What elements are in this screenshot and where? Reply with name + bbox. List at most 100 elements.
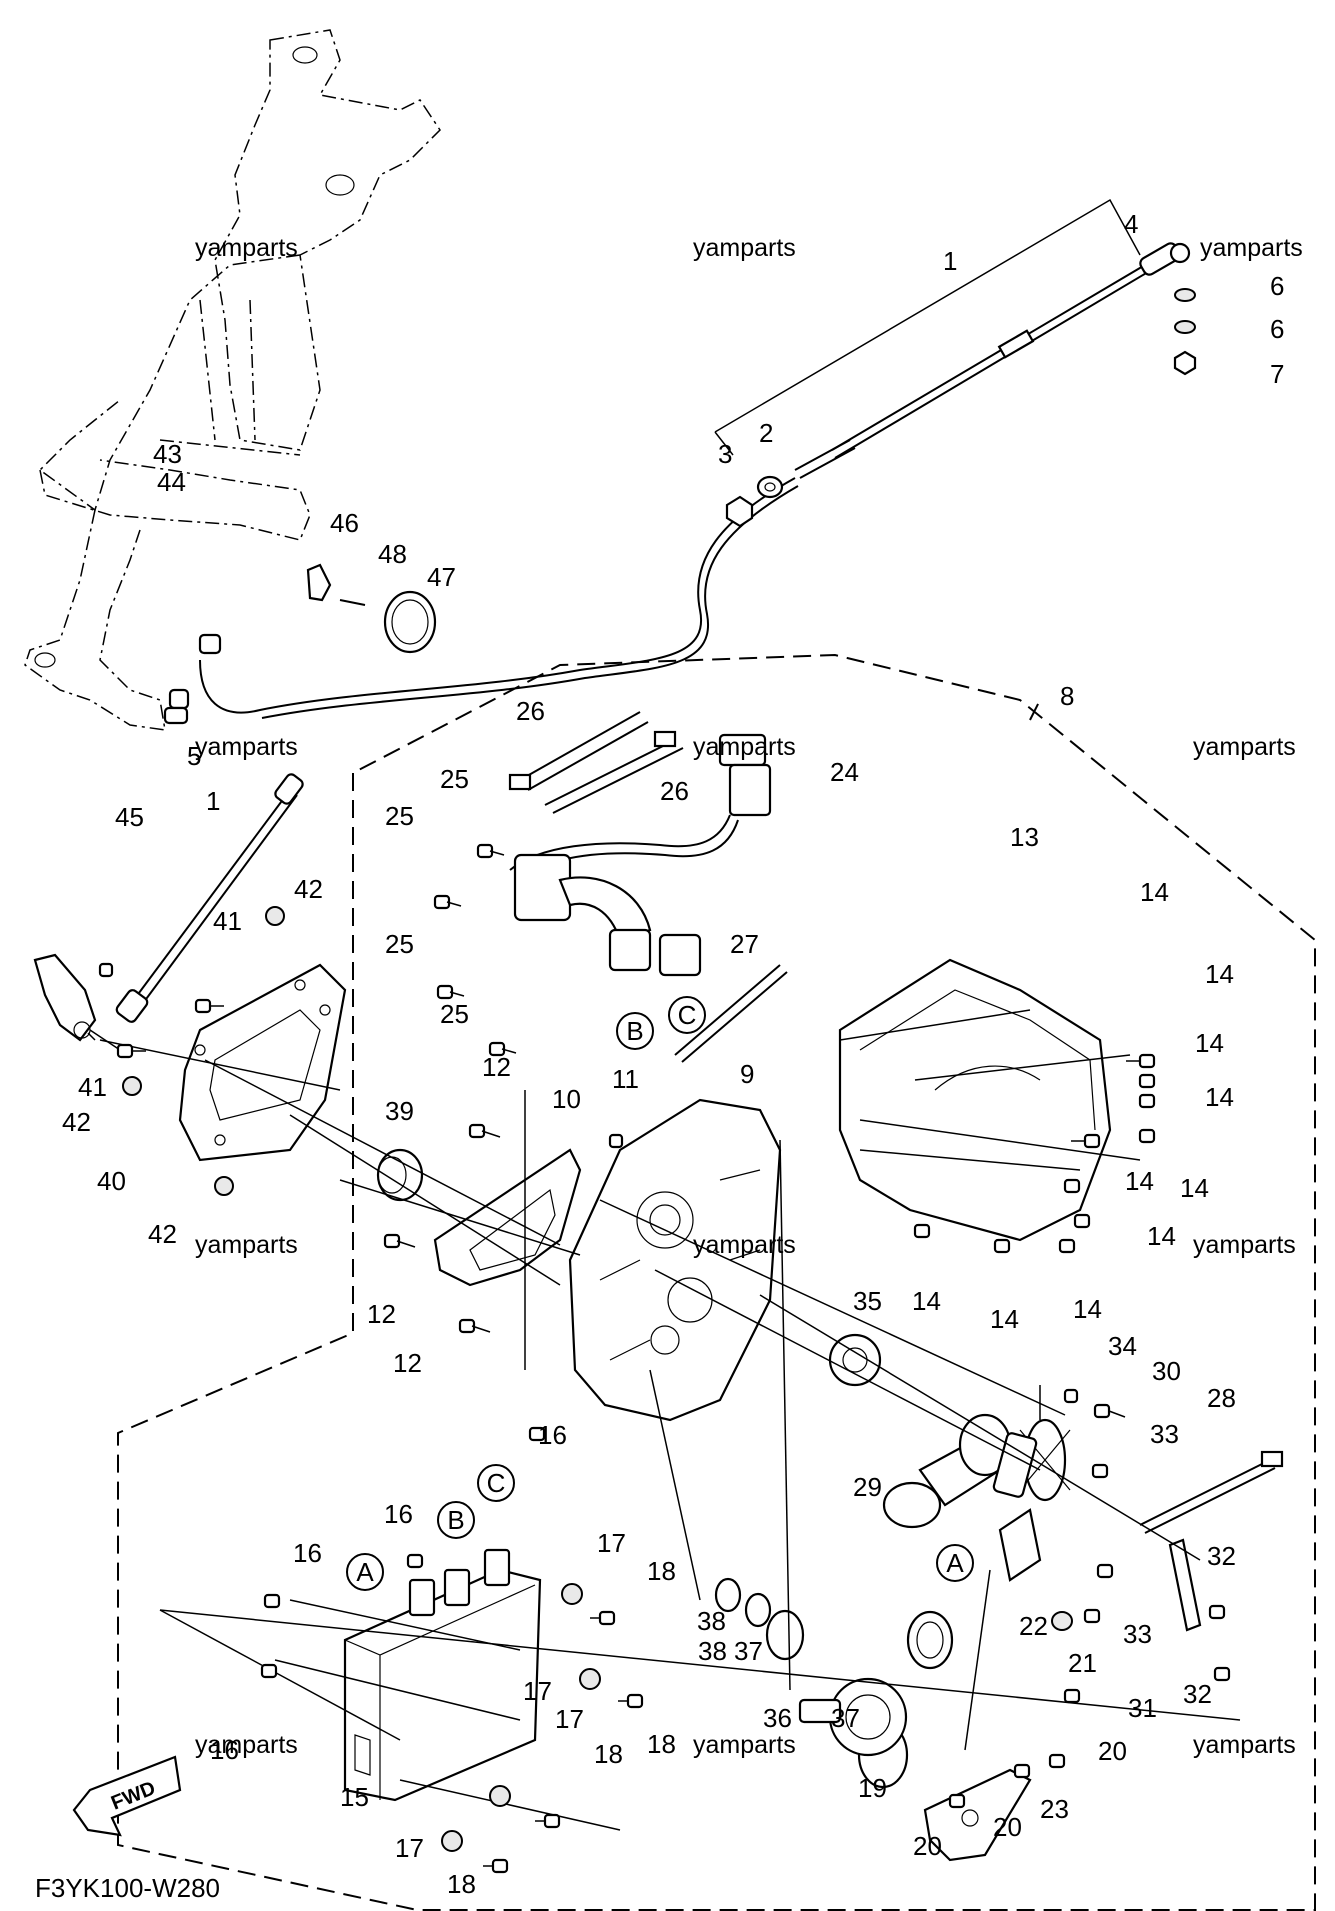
callout-33: 33 — [1150, 1419, 1179, 1449]
callout-12c: 12 — [393, 1348, 422, 1378]
callout-38b: 38 — [698, 1636, 727, 1666]
callout-42: 42 — [294, 874, 323, 904]
callout-6b: 6 — [1270, 314, 1284, 344]
callout-47: 47 — [427, 562, 456, 592]
motor-cover — [838, 958, 1112, 1242]
callout-25b: 25 — [385, 801, 414, 831]
watermark: yamparts — [693, 234, 796, 262]
callout-25d: 25 — [440, 999, 469, 1029]
callout-19: 19 — [858, 1773, 887, 1803]
cable-bracket-line — [714, 198, 1141, 456]
callout-20c: 20 — [913, 1831, 942, 1861]
watermark: yamparts — [195, 1731, 298, 1759]
callout-16d: 16 — [210, 1735, 239, 1765]
callout-18b: 18 — [647, 1729, 676, 1759]
callout-35: 35 — [853, 1286, 882, 1316]
callout-18c: 18 — [594, 1739, 623, 1769]
callout-33b: 33 — [1123, 1619, 1152, 1649]
callout-14g: 14 — [1147, 1221, 1176, 1251]
watermark: yamparts — [1193, 733, 1296, 761]
callout-14h: 14 — [912, 1286, 941, 1316]
sensor-rod — [115, 773, 304, 1023]
callout-16: 16 — [538, 1420, 567, 1450]
callout-38: 38 — [697, 1606, 726, 1636]
callout-21: 21 — [1068, 1648, 1097, 1678]
diagram-code: F3YK100-W280 — [35, 1873, 220, 1903]
washers-nuts — [725, 288, 1197, 528]
callout-14b: 14 — [1205, 959, 1234, 989]
callout-43: 43 — [153, 439, 182, 469]
connector-b-label-box: B — [447, 1505, 464, 1535]
callout-26b: 26 — [660, 776, 689, 806]
connector-a-label-gear: A — [946, 1548, 964, 1578]
callout-1b: 1 — [206, 786, 220, 816]
callout-27: 27 — [730, 929, 759, 959]
connector-b-label-top: B — [626, 1016, 643, 1046]
callout-18: 18 — [647, 1556, 676, 1586]
shift-cable — [199, 242, 1191, 719]
watermark: yamparts — [195, 234, 298, 262]
control-box — [343, 1548, 542, 1802]
connector-a-circle-box — [346, 1553, 384, 1591]
watermark: yamparts — [693, 1731, 796, 1759]
callout-20: 20 — [1098, 1736, 1127, 1766]
callout-5: 5 — [187, 741, 201, 771]
bushing-39 — [376, 1148, 424, 1202]
connector-c-circle-top — [668, 996, 706, 1034]
connector-c-circle-box — [477, 1464, 515, 1502]
callout-2: 2 — [759, 418, 773, 448]
callout-32b: 32 — [1183, 1679, 1212, 1709]
steering-bracket — [24, 29, 441, 731]
callout-41: 41 — [213, 906, 242, 936]
connector-a-label-box: A — [356, 1557, 374, 1587]
callout-23: 23 — [1040, 1794, 1069, 1824]
callout-9: 9 — [740, 1059, 754, 1089]
callout-32: 32 — [1207, 1541, 1236, 1571]
callout-15: 15 — [340, 1782, 369, 1812]
part-callouts: 1 4 6 6 7 2 3 46 48 47 5 1 45 8 26 26 24… — [62, 209, 1284, 1899]
watermark: yamparts — [195, 1231, 298, 1259]
callout-17b: 17 — [523, 1676, 552, 1706]
callout-12b: 12 — [367, 1299, 396, 1329]
callout-7: 7 — [1270, 359, 1284, 389]
callout-14d: 14 — [1205, 1082, 1234, 1112]
callout-14j: 14 — [1073, 1294, 1102, 1324]
boundary-branch — [1029, 699, 1041, 721]
callout-16b: 16 — [384, 1499, 413, 1529]
callout-24: 24 — [830, 757, 859, 787]
callout-28: 28 — [1207, 1383, 1236, 1413]
leader-lines — [87, 1009, 1241, 1831]
connector-c-label-box: C — [487, 1468, 506, 1498]
watermark: yamparts — [195, 733, 298, 761]
callout-17: 17 — [597, 1528, 626, 1558]
callout-34: 34 — [1108, 1331, 1137, 1361]
callout-37: 37 — [734, 1636, 763, 1666]
callout-31: 31 — [1128, 1693, 1157, 1723]
small-clamps — [163, 563, 437, 725]
callout-44: 44 — [157, 467, 186, 497]
watermark: yamparts — [1193, 1231, 1296, 1259]
watermark: yamparts — [693, 733, 796, 761]
watermarks: yamparts yamparts yamparts yamparts yamp… — [195, 234, 1303, 1759]
connector-b-circle-top — [616, 1012, 654, 1050]
forward-arrow-icon: FWD — [72, 1755, 182, 1837]
callout-11: 11 — [612, 1064, 639, 1094]
drive-gears — [714, 1333, 1071, 1789]
watermark: yamparts — [1193, 1731, 1296, 1759]
callout-20b: 20 — [993, 1812, 1022, 1842]
fasteners — [98, 843, 1231, 1874]
callout-40: 40 — [97, 1166, 126, 1196]
callout-46: 46 — [330, 508, 359, 538]
callout-26: 26 — [516, 696, 545, 726]
callout-14f: 14 — [1180, 1173, 1209, 1203]
connector-c-label-top: C — [678, 1000, 697, 1030]
callout-14: 14 — [1140, 877, 1169, 907]
callout-42c: 42 — [148, 1219, 177, 1249]
callout-14i: 14 — [990, 1304, 1019, 1334]
callout-14c: 14 — [1195, 1028, 1224, 1058]
callout-48: 48 — [378, 539, 407, 569]
sensor-lever — [33, 953, 121, 1051]
callout-45: 45 — [115, 802, 144, 832]
